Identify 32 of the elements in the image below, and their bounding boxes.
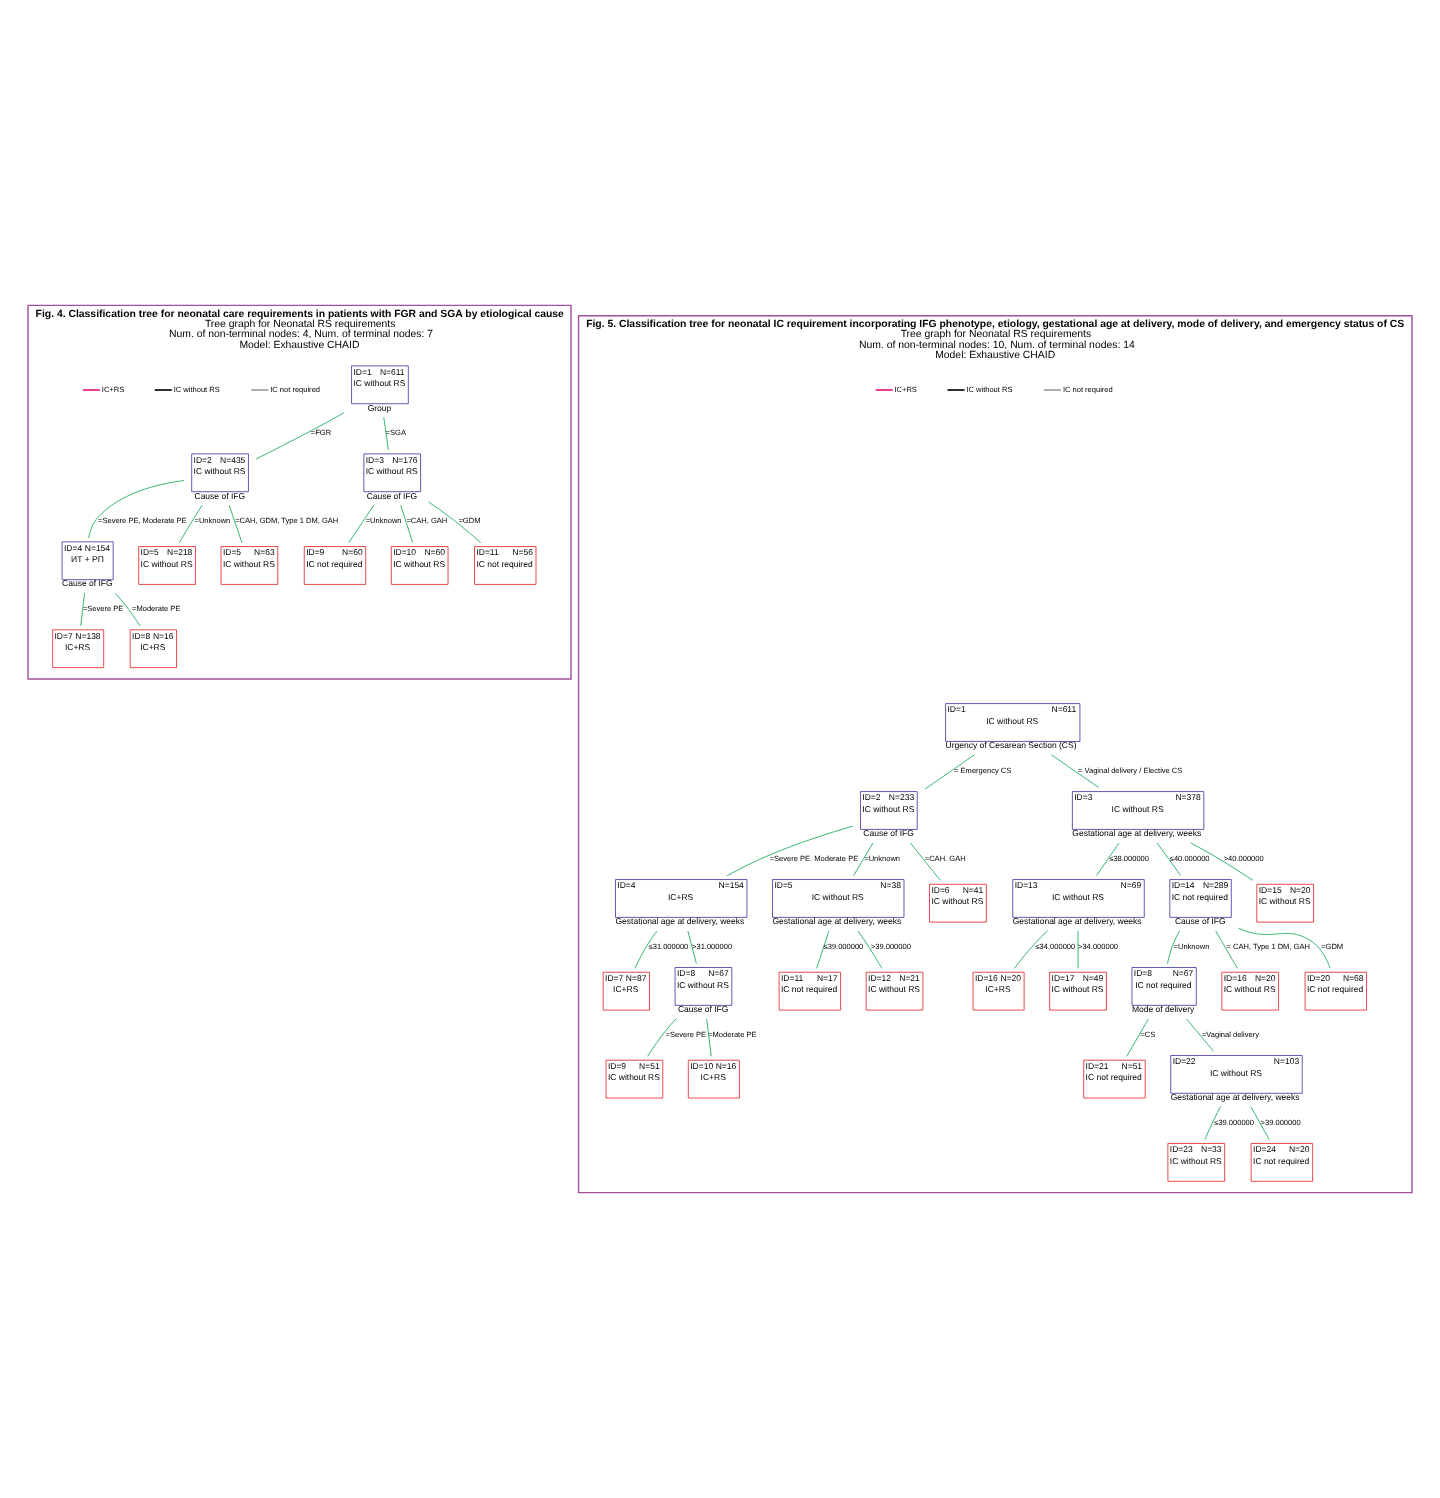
connector <box>88 480 185 539</box>
connector <box>1190 842 1254 881</box>
connector <box>1156 842 1182 876</box>
connector <box>816 930 830 969</box>
connector <box>348 504 375 544</box>
connector <box>1250 1106 1270 1141</box>
connector <box>1126 1018 1149 1057</box>
connector <box>634 930 658 969</box>
connector <box>924 754 976 790</box>
connector <box>1013 930 1049 969</box>
connector <box>228 504 243 544</box>
connector <box>1186 1018 1215 1052</box>
connector <box>1167 930 1181 965</box>
connector <box>80 592 85 627</box>
connector <box>909 842 941 881</box>
connector <box>400 504 414 544</box>
connector <box>687 930 697 964</box>
connector <box>1215 930 1238 969</box>
connector <box>857 930 883 969</box>
connector <box>647 1018 677 1057</box>
connector <box>1204 1106 1222 1141</box>
connector <box>853 842 874 876</box>
connector <box>255 412 345 460</box>
connector <box>1237 927 1331 969</box>
connector <box>383 416 389 451</box>
connector <box>1096 842 1120 876</box>
connector <box>114 592 141 627</box>
connector <box>726 825 854 877</box>
connector <box>1050 754 1100 789</box>
connector <box>706 1018 712 1057</box>
connector <box>178 504 203 544</box>
connector <box>427 501 482 544</box>
